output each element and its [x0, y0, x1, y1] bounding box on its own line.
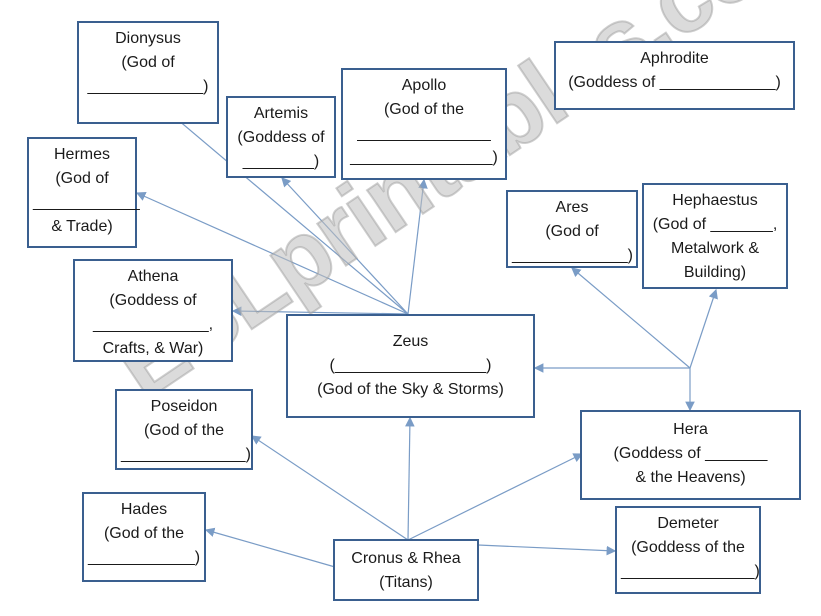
line-cronus-zeus	[405, 416, 415, 541]
box-hermes: Hermes (God of ____________ & Trade)	[27, 137, 140, 248]
line-hera-hephaestus	[689, 288, 718, 369]
box-apollo: Apollo (God of the _______________ _____…	[341, 68, 507, 180]
box-aphrodite: Aphrodite (Goddess of _____________)	[554, 41, 795, 110]
box-cronus-rhea: Cronus & Rhea (Titans)	[333, 539, 479, 601]
box-hades: Hades (God of the ____________)	[82, 492, 206, 582]
box-zeus: Zeus (_________________) (God of the Sky…	[286, 314, 535, 418]
box-ares: Ares (God of _____________)	[506, 190, 638, 268]
line-cronus-demeter	[477, 544, 617, 556]
line-cronus-poseidon	[251, 435, 409, 541]
box-dionysus: Dionysus (God of _____________)	[77, 21, 219, 124]
box-athena: Athena (Goddess of _____________, Crafts…	[73, 259, 233, 362]
box-hera: Hera (Goddess of _______ & the Heavens)	[580, 410, 801, 500]
box-hephaestus: Hephaestus (God of _______, Metalwork & …	[642, 183, 788, 289]
line-cronus-hera	[407, 453, 584, 541]
box-poseidon: Poseidon (God of the ______________)	[115, 389, 253, 470]
line-cronus-hades	[204, 527, 336, 568]
box-demeter: Demeter (Goddess of the _______________)	[615, 506, 761, 594]
box-artemis: Artemis (Goddess of ________)	[226, 96, 336, 178]
